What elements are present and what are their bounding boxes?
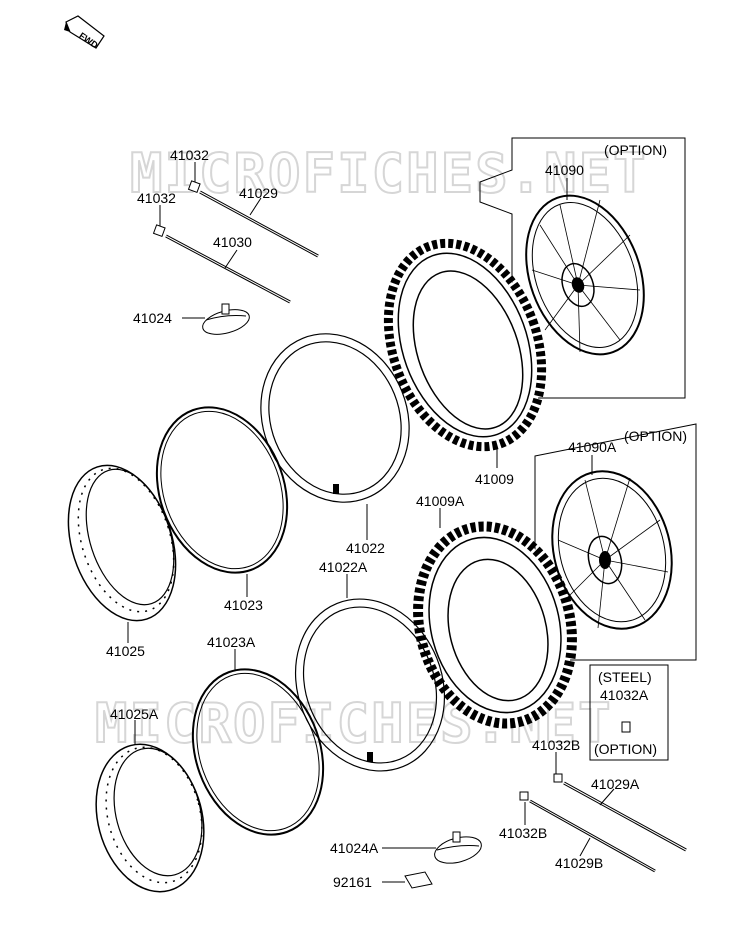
- steel-label: (STEEL): [598, 669, 652, 685]
- front-tire-41009: [383, 238, 547, 452]
- spoke-41029: [187, 180, 319, 258]
- label-41025A: 41025A: [110, 706, 159, 722]
- nipple-41032A: [621, 721, 631, 733]
- spoke-41029B: [519, 791, 656, 873]
- label-41090: 41090: [545, 162, 584, 178]
- option-box-41090: (OPTION): [479, 137, 686, 399]
- label-41022A: 41022A: [319, 559, 368, 575]
- label-41030: 41030: [213, 234, 252, 250]
- fwd-arrow-icon: FWD: [64, 15, 105, 51]
- pad-92161: [404, 871, 433, 889]
- label-41029A: 41029A: [591, 776, 640, 792]
- label-41023: 41023: [224, 597, 263, 613]
- steel-option-box: (STEEL) (OPTION): [589, 664, 669, 761]
- option-label-41090: (OPTION): [604, 142, 667, 158]
- rear-wheel-41090A: [551, 470, 673, 630]
- rim-41025A: [95, 743, 205, 893]
- rim-strip-41023A: [191, 668, 325, 836]
- label-41032-top: 41032: [170, 147, 209, 163]
- label-41090A: 41090A: [568, 439, 617, 455]
- label-41032A: 41032A: [600, 687, 649, 703]
- spoke-41030: [152, 224, 291, 304]
- watermark-top: MICROFICHES.NET: [130, 142, 648, 205]
- label-41032B-top: 41032B: [532, 737, 580, 753]
- label-92161: 92161: [333, 874, 372, 890]
- label-41032-mid: 41032: [137, 190, 176, 206]
- rim-41025: [67, 464, 177, 622]
- label-41022: 41022: [346, 540, 385, 556]
- option-label-41090A: (OPTION): [624, 428, 687, 444]
- label-41023A: 41023A: [207, 634, 256, 650]
- label-41024: 41024: [133, 310, 172, 326]
- steel-option-label: (OPTION): [594, 741, 657, 757]
- spoke-41029A: [553, 773, 687, 852]
- rim-band-41024: [202, 303, 250, 335]
- label-41029: 41029: [239, 185, 278, 201]
- rear-tire-41009A: [413, 521, 577, 729]
- label-41009: 41009: [475, 471, 514, 487]
- label-41009A: 41009A: [416, 493, 465, 509]
- rim-band-41024A: [434, 831, 482, 864]
- label-41029B: 41029B: [555, 855, 603, 871]
- label-41032B-bottom: 41032B: [499, 825, 547, 841]
- label-41024A: 41024A: [330, 840, 379, 856]
- label-41025: 41025: [106, 643, 145, 659]
- rim-strip-41023: [155, 406, 289, 574]
- front-wheel-41090: [525, 194, 645, 356]
- leader-lines: [127, 162, 615, 883]
